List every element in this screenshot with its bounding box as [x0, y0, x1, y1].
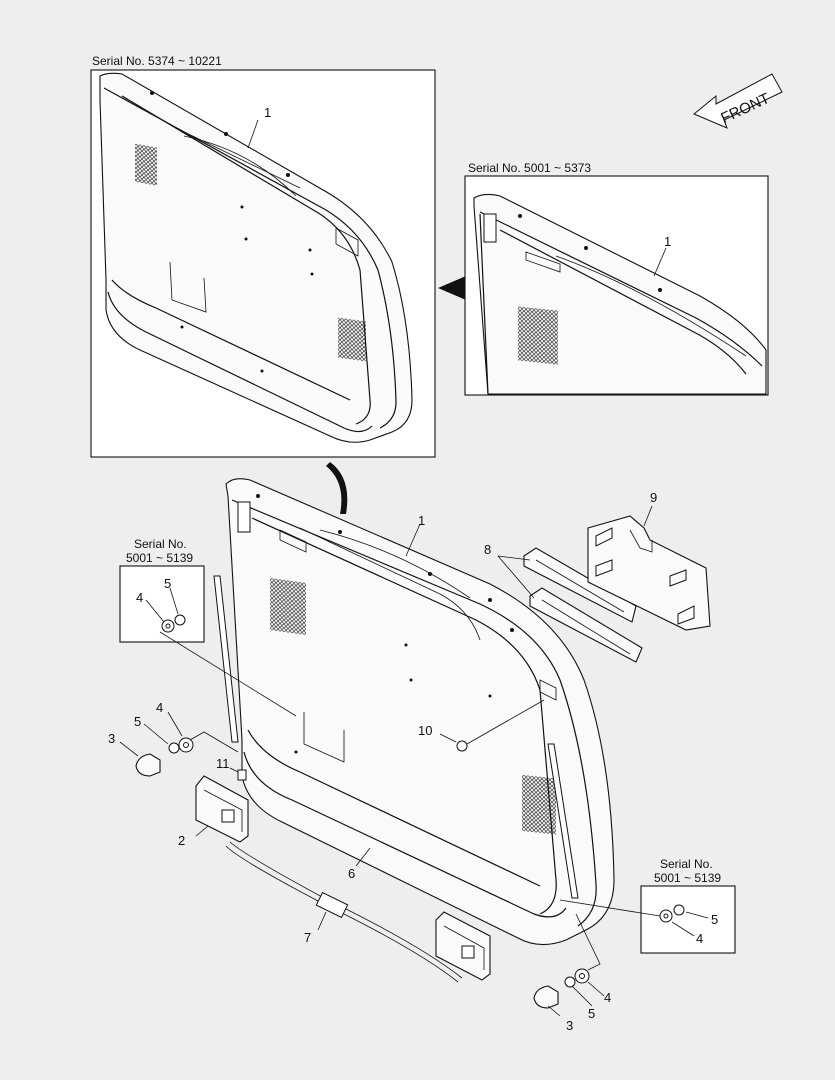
callout-6: 6 [348, 866, 355, 881]
right-fastener-set: 3 5 4 [533, 913, 611, 1033]
callout-3: 3 [566, 1018, 573, 1033]
inset-serial-5374-10221: Serial No. 5374 ~ 10221 1 [90, 54, 436, 458]
callout-11: 11 [216, 756, 230, 771]
lower-seal: 6 [348, 847, 371, 881]
inset-serial-5001-5139-right: Serial No. 5001 ~ 5139 5 4 [559, 857, 736, 954]
callout-1: 1 [264, 105, 271, 120]
inset-serial-label: Serial No. 5374 ~ 10221 [92, 54, 222, 68]
curved-arrow-icon [326, 462, 348, 514]
callout-1: 1 [664, 234, 671, 249]
wiring-harness: 7 [225, 841, 463, 983]
inset-serial-line2: 5001 ~ 5139 [126, 551, 193, 565]
inset-serial-line1: Serial No. [134, 537, 187, 551]
module-right [435, 911, 491, 981]
callout-4: 4 [156, 700, 163, 715]
module-left: 2 [178, 775, 249, 848]
callout-3: 3 [108, 731, 115, 746]
inset-serial-5001-5373: Serial No. 5001 ~ 5373 1 [464, 161, 769, 396]
callout-4: 4 [604, 990, 611, 1005]
callout-2: 2 [178, 833, 185, 848]
inset-serial-label: Serial No. 5001 ~ 5373 [468, 161, 591, 175]
callout-10: 10 [418, 723, 432, 738]
inset-serial-line1: Serial No. [660, 857, 713, 871]
front-arrow-icon: FRONT [693, 73, 783, 129]
bolt-10: 10 [418, 699, 545, 752]
callout-1: 1 [418, 513, 425, 528]
callout-4: 4 [136, 590, 143, 605]
callout-5: 5 [134, 714, 141, 729]
bracket-plate: 9 [587, 490, 711, 631]
callout-5: 5 [588, 1006, 595, 1021]
callout-4: 4 [696, 931, 703, 946]
callout-8: 8 [484, 542, 491, 557]
rail-parts: 8 [484, 542, 643, 663]
callout-5: 5 [164, 576, 171, 591]
pointer-arrow-icon [438, 276, 466, 300]
screw-11: 11 [216, 756, 247, 781]
callout-7: 7 [304, 930, 311, 945]
inset-serial-line2: 5001 ~ 5139 [654, 871, 721, 885]
callout-5: 5 [711, 912, 718, 927]
main-cover-assembly: 1 [213, 478, 615, 946]
left-fastener-set: 3 5 4 [108, 700, 239, 777]
inset-serial-5001-5139-left: Serial No. 5001 ~ 5139 4 5 [119, 537, 297, 717]
callout-9: 9 [650, 490, 657, 505]
